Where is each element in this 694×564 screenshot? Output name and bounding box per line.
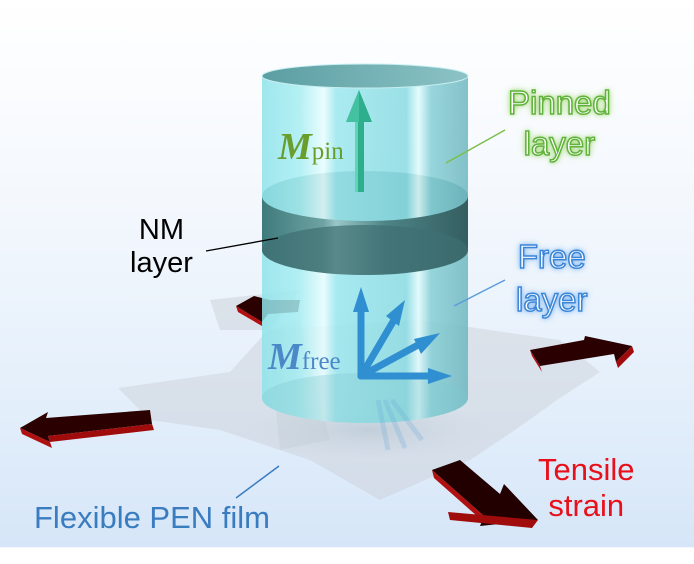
free-label-line2: layer xyxy=(515,280,588,318)
free-leader-line xyxy=(453,279,506,307)
free-layer-cylinder xyxy=(262,250,468,423)
m-free-subscript: free xyxy=(301,348,341,375)
nm-leader-line xyxy=(205,237,279,252)
pinned-leader-line xyxy=(445,129,506,164)
film-leader-line xyxy=(235,465,280,499)
m-free-symbol: M xyxy=(268,336,302,378)
film-label: Flexible PEN film xyxy=(34,500,270,535)
pin-magnetization-arrow xyxy=(346,90,372,192)
m-pin-subscript: pin xyxy=(311,138,344,165)
pinned-layer-cylinder xyxy=(261,63,469,221)
m-pin-label: Mpin xyxy=(278,128,344,166)
strain-arrow-left xyxy=(20,410,154,448)
pinned-layer-label: Pinned layer xyxy=(507,82,611,165)
free-magnetization-arrows xyxy=(353,287,452,384)
strain-label-line2: strain xyxy=(548,487,625,523)
free-label-line1: Free xyxy=(517,237,586,275)
pinned-label-line2: layer xyxy=(523,124,596,163)
nm-label-line2: layer xyxy=(130,246,193,279)
pinned-label-line1: Pinned xyxy=(507,83,611,122)
strain-label-line1: Tensile xyxy=(538,452,635,487)
free-layer-label: Free layer xyxy=(515,236,588,322)
m-free-label: Mfree xyxy=(268,338,341,376)
m-pin-symbol: M xyxy=(278,126,312,168)
strain-arrow-right xyxy=(530,336,634,372)
strain-arrow-front-right xyxy=(432,460,538,528)
tensile-strain-label: Tensile strain xyxy=(538,452,635,523)
nm-layer-label: NM layer xyxy=(130,214,193,280)
nm-label-line1: NM xyxy=(138,214,184,246)
free-arrows-reflection xyxy=(375,398,424,451)
